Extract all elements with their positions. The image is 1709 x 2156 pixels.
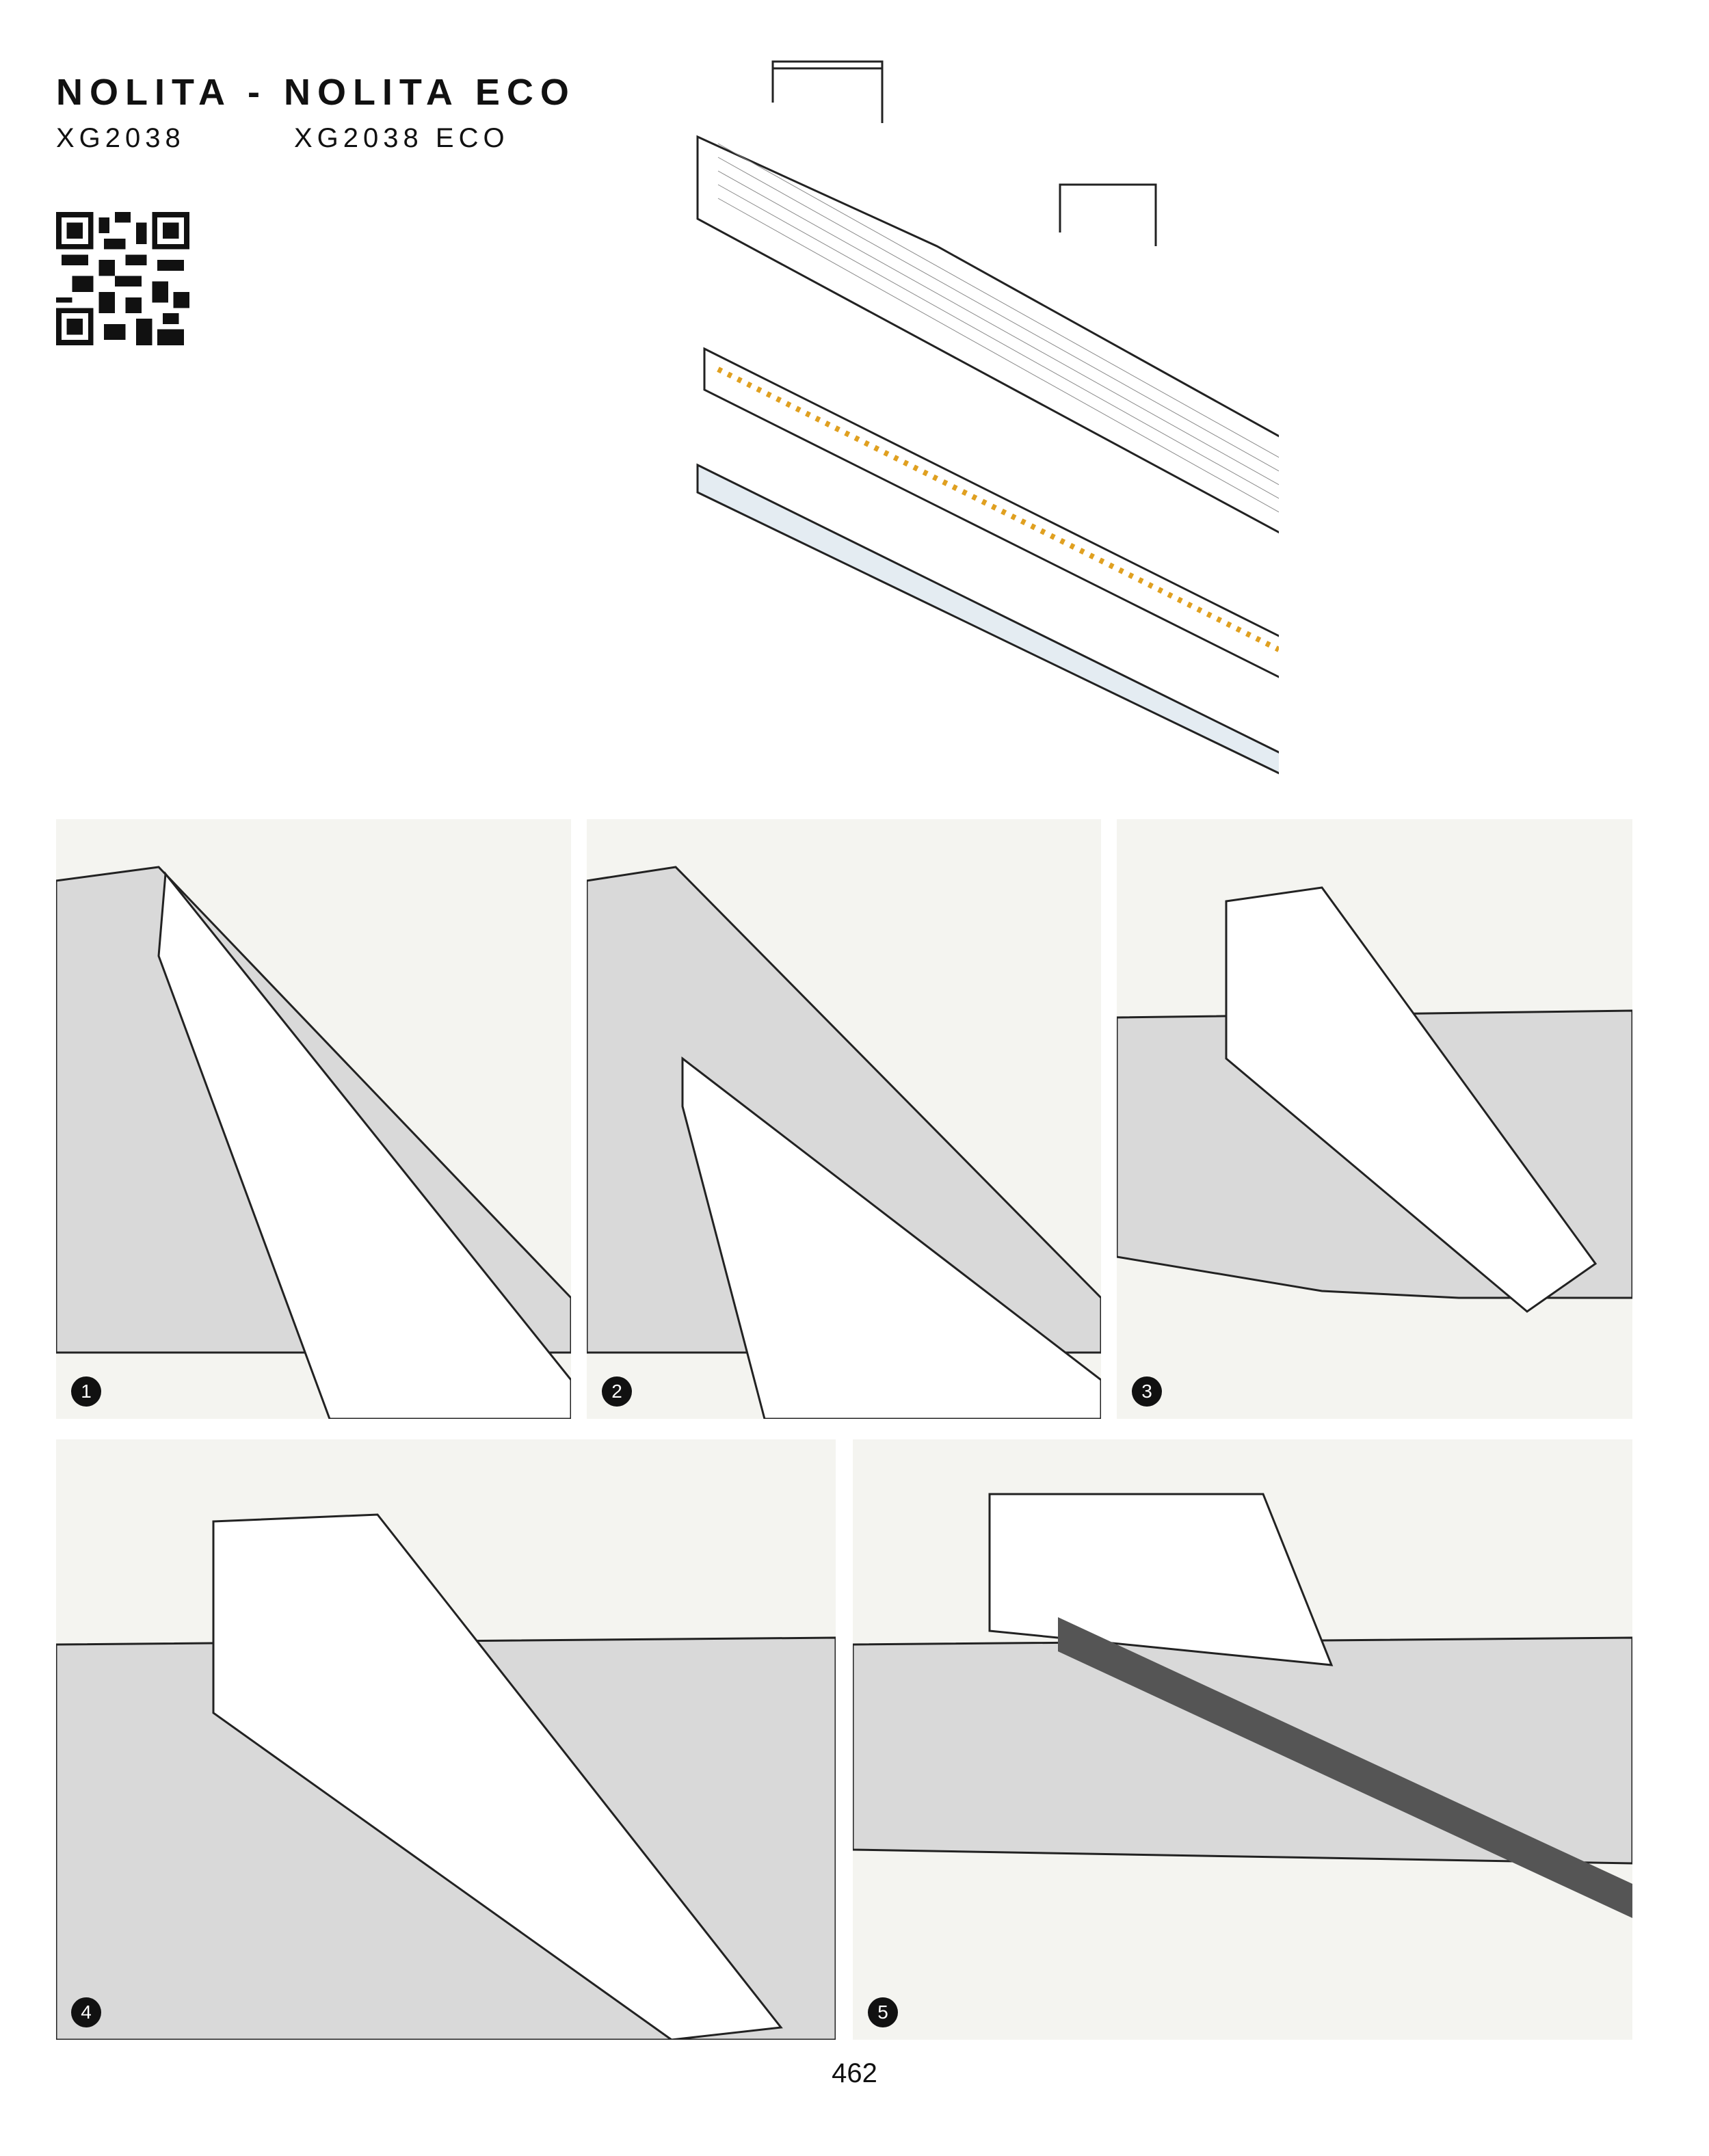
step-3-panel: 3 (1117, 819, 1632, 1419)
step-1-panel: 1 (56, 819, 571, 1419)
step-number: 2 (602, 1376, 632, 1407)
mounting-bracket (771, 60, 884, 123)
mounting-bracket (1059, 183, 1157, 246)
step-number: 1 (71, 1376, 101, 1407)
step-5-panel: 5 (853, 1439, 1632, 2040)
product-code: XG2038 (56, 123, 185, 153)
exploded-view-diagram (696, 60, 1279, 775)
diffuser (696, 463, 1279, 775)
product-code-eco: XG2038 ECO (294, 123, 509, 153)
step-number: 5 (868, 1997, 898, 2027)
qr-code[interactable] (56, 212, 189, 345)
product-title: NOLITA - NOLITA ECO (56, 72, 576, 113)
step-2-panel: 2 (587, 819, 1101, 1419)
step-number: 3 (1132, 1376, 1162, 1407)
profile-body (696, 135, 1279, 534)
page-number: 462 (832, 2058, 877, 2088)
step-4-panel: 4 (56, 1439, 836, 2040)
step-number: 4 (71, 1997, 101, 2027)
led-strip (703, 347, 1279, 678)
